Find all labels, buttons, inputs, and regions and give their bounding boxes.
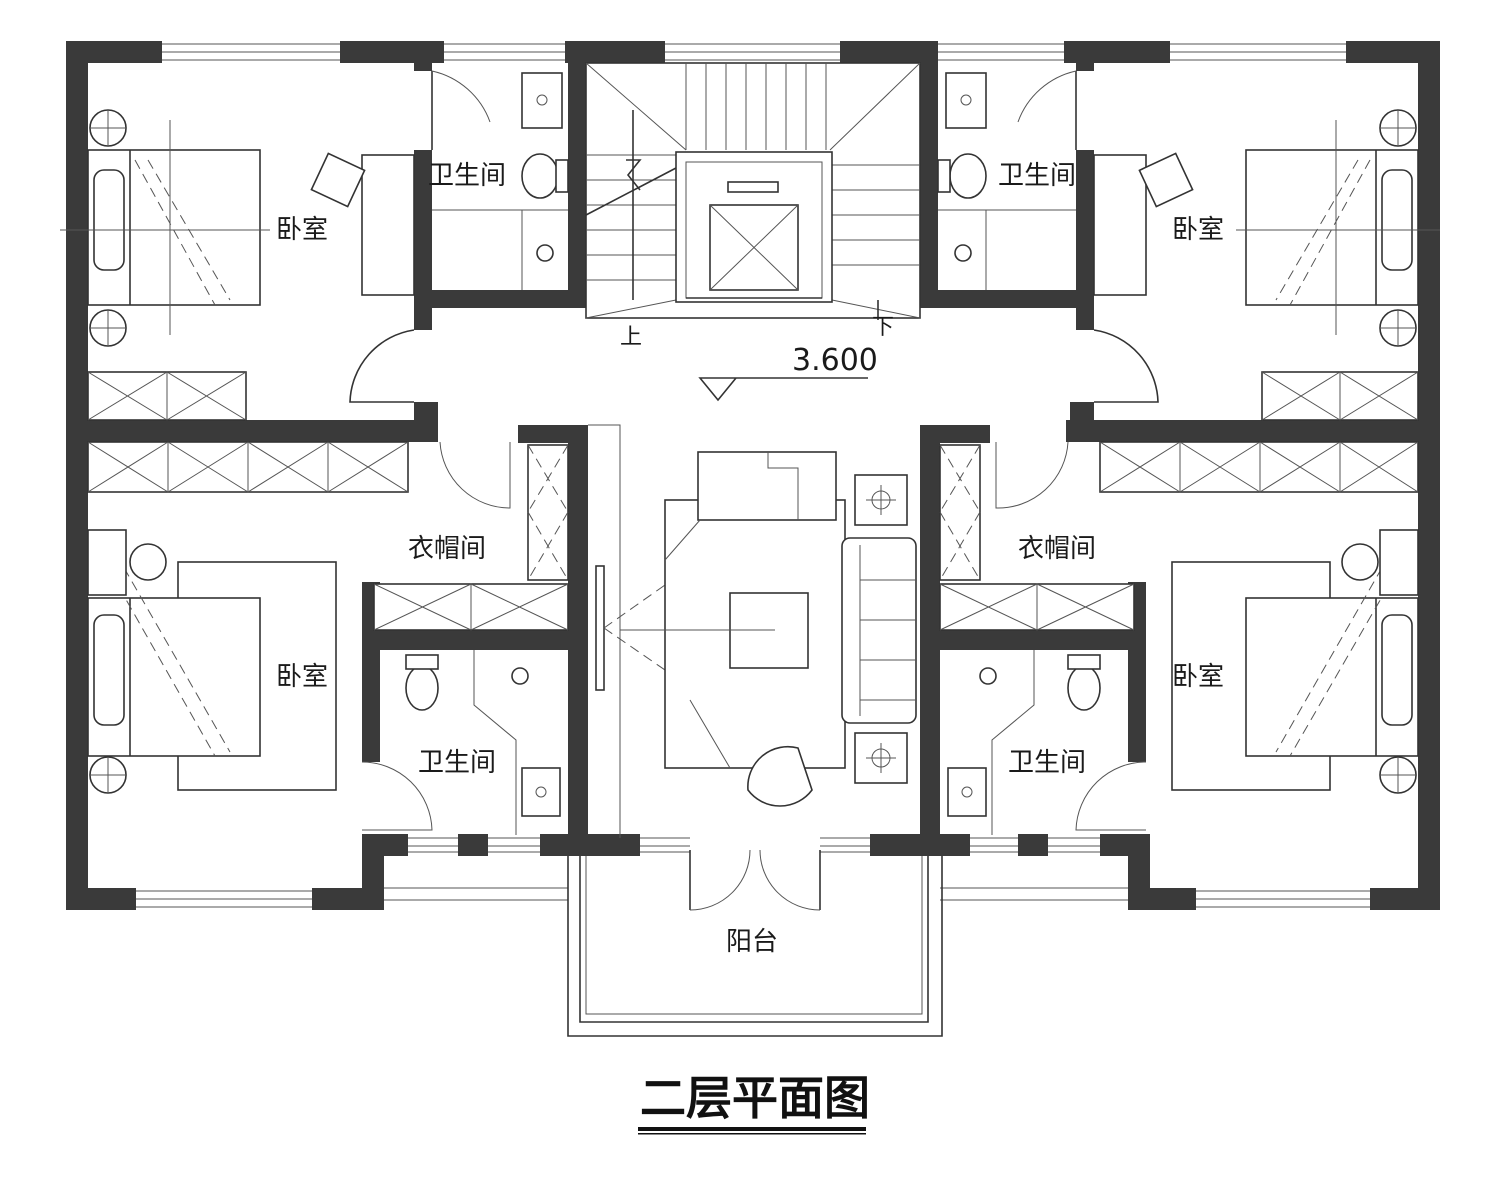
label-bedroom-top-left: 卧室 xyxy=(276,215,328,245)
doors xyxy=(349,70,1159,831)
stair-up-label: 上 xyxy=(620,325,642,350)
wardrobe-top-right xyxy=(1261,371,1419,421)
closet-left xyxy=(373,444,569,631)
balcony xyxy=(567,849,943,1037)
elevation-marker: 3.600 上 下 xyxy=(620,315,894,402)
bed-top-right xyxy=(1093,109,1440,347)
label-bath-bottom-left: 卫生间 xyxy=(418,748,496,778)
label-closet-left: 衣帽间 xyxy=(408,534,486,564)
staircase xyxy=(585,62,921,320)
living-area xyxy=(588,424,917,838)
label-bedroom-top-right: 卧室 xyxy=(1172,215,1224,245)
label-bath-bottom-right: 卫生间 xyxy=(1008,748,1086,778)
label-bath-top-left: 卫生间 xyxy=(428,161,506,191)
windows xyxy=(136,43,1370,908)
label-bedroom-bottom-left: 卧室 xyxy=(276,662,328,692)
bed-bottom-left xyxy=(87,529,337,794)
bath-top-right-fixtures xyxy=(937,72,1076,290)
closet-right xyxy=(939,444,1135,631)
bath-bottom-left-fixtures xyxy=(405,650,561,835)
wardrobe-mid-right xyxy=(1099,441,1419,493)
bed-bottom-right xyxy=(1171,529,1419,794)
drawing-title: 二层平面图 xyxy=(640,1071,870,1125)
label-bath-top-right: 卫生间 xyxy=(998,161,1076,191)
stair-down-label: 下 xyxy=(872,315,894,340)
drawing-title-block: 二层平面图 xyxy=(638,1071,870,1135)
label-balcony: 阳台 xyxy=(726,927,778,957)
room-labels: 卧室 卧室 卧室 卧室 卫生间 卫生间 卫生间 卫生间 衣帽间 衣帽间 阳台 xyxy=(276,161,1224,957)
bath-top-left-fixtures xyxy=(432,72,569,290)
wardrobe-top-left xyxy=(87,371,247,421)
label-closet-right: 衣帽间 xyxy=(1018,534,1096,564)
elevation-label: 3.600 xyxy=(792,343,878,378)
bed-top-left xyxy=(60,109,415,347)
wardrobe-mid-left xyxy=(87,441,409,493)
label-bedroom-bottom-right: 卧室 xyxy=(1172,662,1224,692)
bath-bottom-right-fixtures xyxy=(947,650,1101,835)
